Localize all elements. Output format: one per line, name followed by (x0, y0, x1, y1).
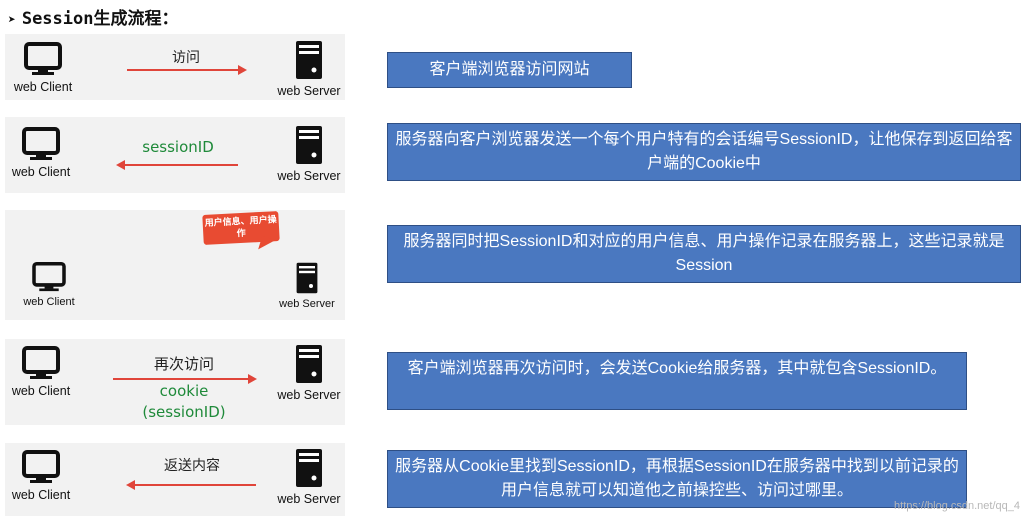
server-label: web Server (277, 84, 341, 98)
arrow-right (127, 65, 247, 75)
step-2-panel (5, 117, 345, 193)
step-4-description: 客户端浏览器再次访问时，会发送Cookie给服务器，其中就包含SessionID… (387, 352, 967, 410)
client-label: web Client (23, 296, 75, 308)
step-3-description: 服务器同时把SessionID和对应的用户信息、用户操作记录在服务器上，这些记录… (387, 225, 1021, 283)
arrow-label: sessionID (142, 138, 214, 156)
client-node: web Client (4, 450, 78, 502)
monitor-icon (22, 346, 60, 379)
server-node: web Server (272, 40, 346, 98)
step-4-panel (5, 339, 345, 425)
arrow-left (126, 480, 256, 490)
arrow-label: 访问 (172, 50, 200, 66)
client-label: web Client (11, 165, 71, 179)
step-5-description: 服务器从Cookie里找到SessionID，再根据SessionID在服务器中… (387, 450, 967, 508)
server-tower-icon (296, 345, 322, 383)
arrow-label: 再次访问 (153, 355, 214, 373)
server-node: web Server (272, 344, 346, 402)
step-2-description: 服务器向客户浏览器发送一个每个用户特有的会话编号SessionID，让他保存到返… (387, 123, 1021, 181)
client-node: web Client (12, 262, 86, 308)
server-tower-icon (296, 262, 318, 294)
arrow-left (116, 160, 238, 170)
monitor-icon (24, 42, 62, 75)
client-label: web Client (13, 80, 73, 94)
server-tower-icon (296, 126, 322, 164)
server-tower-icon (296, 449, 322, 487)
server-node: web Server (272, 125, 346, 183)
server-label: web Server (277, 492, 341, 506)
monitor-icon (22, 127, 60, 160)
step-1-description: 客户端浏览器访问网站 (387, 52, 632, 88)
arrow-sublabel-cookie: cookie (159, 382, 209, 400)
arrow-sublabel-sessionid: (sessionID) (142, 403, 226, 421)
step-1-panel (5, 34, 345, 100)
monitor-icon (32, 262, 66, 292)
server-label: web Server (279, 298, 335, 310)
watermark: https://blog.csdn.net/qq_4 (894, 500, 1020, 512)
arrow-label: 返送内容 (164, 458, 220, 474)
client-node: web Client (6, 42, 80, 94)
client-label: web Client (11, 384, 71, 398)
triangle-bullet-icon: ➤ (8, 13, 16, 28)
client-label: web Client (11, 488, 71, 502)
step-5-panel (5, 443, 345, 516)
info-bubble: 用户信息、用户操作 (202, 211, 280, 245)
arrow-right (113, 374, 257, 384)
server-label: web Server (277, 169, 341, 183)
monitor-icon (22, 450, 60, 483)
client-node: web Client (4, 346, 78, 398)
server-label: web Server (277, 388, 341, 402)
server-node: web Server (270, 262, 344, 310)
server-node: web Server (272, 448, 346, 506)
server-tower-icon (296, 41, 322, 79)
client-node: web Client (4, 127, 78, 179)
page-title: ➤Session生成流程： (8, 9, 179, 29)
